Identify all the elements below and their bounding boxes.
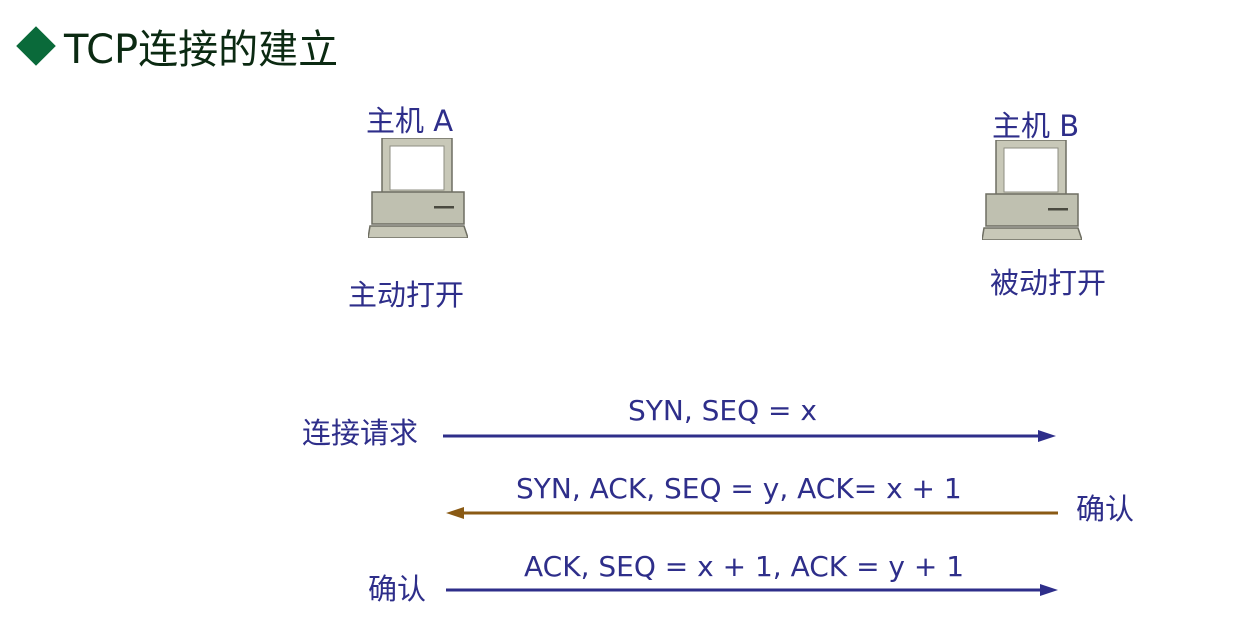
- message-2-text: SYN, ACK, SEQ = y, ACK= x + 1: [516, 472, 962, 505]
- message-1-left-label: 连接请求: [302, 416, 419, 450]
- computer-icon: [367, 137, 470, 239]
- message-3-left-label: 确认: [368, 572, 427, 606]
- arrow-syn: [443, 430, 1056, 442]
- title-text: TCP连接的建立: [64, 27, 339, 73]
- host-b-label: 主机 B: [992, 109, 1080, 143]
- computer-icon: [981, 139, 1084, 241]
- host-a-mode: 主动打开: [348, 278, 465, 312]
- host-a-label: 主机 A: [366, 104, 454, 138]
- message-3-text: ACK, SEQ = x + 1, ACK = y + 1: [524, 550, 965, 583]
- message-1-text: SYN, SEQ = x: [628, 394, 817, 427]
- arrow-syn-ack: [446, 507, 1058, 519]
- message-2-right-label: 确认: [1076, 492, 1135, 526]
- host-b-mode: 被动打开: [990, 266, 1107, 300]
- arrow-ack: [446, 584, 1058, 596]
- page-title: TCP连接的建立: [14, 20, 339, 73]
